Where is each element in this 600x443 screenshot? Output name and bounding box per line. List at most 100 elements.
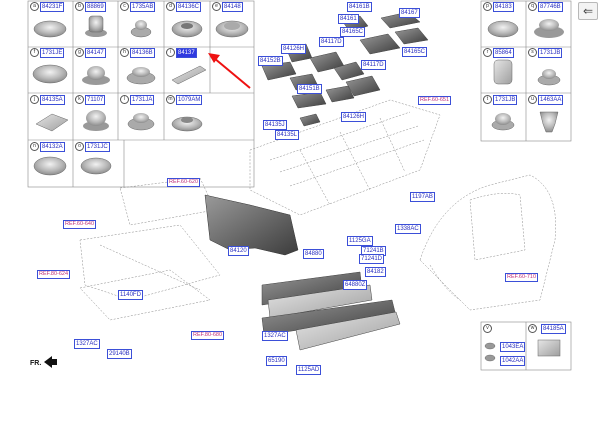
ref-label[interactable]: REF.60-651 xyxy=(418,96,452,105)
part-code-label[interactable]: 84136C xyxy=(176,2,202,12)
cell-letter: h xyxy=(120,48,129,57)
cell-letter: k xyxy=(75,95,84,104)
floor-pan xyxy=(249,99,441,216)
part-code-label[interactable]: 1197AB xyxy=(410,192,435,202)
ref-label[interactable]: REF.60-620 xyxy=(167,178,201,187)
part-code-label[interactable]: 1731JE xyxy=(40,48,65,58)
plug-l-icon xyxy=(127,113,155,131)
part-code-label[interactable]: 84126H xyxy=(281,44,307,54)
part-code-label[interactable]: 84120 xyxy=(228,246,249,256)
part-code-label[interactable]: 84117D xyxy=(361,60,386,70)
part-code-label[interactable]: 65190 xyxy=(266,356,287,366)
part-code-label[interactable]: 84880 xyxy=(303,249,324,259)
ref-label[interactable]: REF.80-680 xyxy=(191,331,225,340)
cell-letter: d xyxy=(166,2,175,11)
part-code-label[interactable]: 84126H xyxy=(341,112,367,122)
part-code-label[interactable]: 1125GA xyxy=(347,236,373,246)
ref-label[interactable]: REF.60-710 xyxy=(505,273,539,282)
part-code-label[interactable]: 1731JB xyxy=(538,48,563,58)
part-code-label[interactable]: 1731JB xyxy=(493,95,518,105)
cell-letter: p xyxy=(483,2,492,11)
part-code-label[interactable]: 1327AC xyxy=(74,339,100,349)
part-code-label[interactable]: 1463AA xyxy=(538,95,564,105)
part-code-label[interactable]: 1338AC xyxy=(395,224,421,234)
part-code-label[interactable]: 71241D xyxy=(359,254,385,264)
part-code-label[interactable]: 84167 xyxy=(399,8,420,18)
part-code-label[interactable]: 84135L xyxy=(275,130,300,140)
ref-label[interactable]: REF.60-640 xyxy=(63,220,97,229)
dash-insulator xyxy=(204,194,299,256)
cell-letter: f xyxy=(30,48,39,57)
back-arrow-icon: ⇐ xyxy=(582,4,594,18)
part-code-label[interactable]: 88869 xyxy=(85,2,106,12)
pad-r-icon xyxy=(493,59,513,85)
cell-letter: e xyxy=(212,2,221,11)
part-code-label[interactable]: 85864 xyxy=(493,48,514,58)
part-code-label[interactable]: 29140B xyxy=(107,349,132,359)
part-code-label[interactable]: 84161 xyxy=(338,14,359,24)
part-code-label[interactable]: 84182 xyxy=(365,267,386,277)
front-structure xyxy=(79,177,221,321)
part-code-label[interactable]: 84165C xyxy=(402,47,428,57)
cell-letter: b xyxy=(75,2,84,11)
part-code-label[interactable]: 1731JC xyxy=(85,142,110,152)
part-code-label[interactable]: 64880Z xyxy=(343,280,368,290)
cell-letter: r xyxy=(483,48,492,57)
part-code-label[interactable]: 1731JA xyxy=(130,95,155,105)
part-code-label[interactable]: 84136B xyxy=(130,48,155,58)
part-code-label[interactable]: 84147 xyxy=(85,48,106,58)
plug-e-icon xyxy=(215,20,249,38)
part-code-label[interactable]: 1043EA xyxy=(500,342,526,352)
part-code-label[interactable]: 71107 xyxy=(85,95,106,105)
back-button[interactable]: ⇐ xyxy=(578,2,598,20)
part-code-label[interactable]: 84165C xyxy=(340,27,366,37)
plug-o-icon xyxy=(80,157,112,175)
under-covers xyxy=(261,271,401,351)
part-code-label[interactable]: 1140FD xyxy=(118,290,143,300)
part-code-label[interactable]: 1327AC xyxy=(262,331,288,341)
plug-b-icon xyxy=(85,15,107,37)
part-code-label[interactable]: 84161B xyxy=(347,2,372,12)
part-code-label[interactable]: 84148 xyxy=(222,2,243,12)
plug-d-icon xyxy=(171,20,203,38)
left-table-icons xyxy=(32,15,249,176)
part-code-label[interactable]: 87746B xyxy=(538,2,563,12)
part-code-label-selected[interactable]: 84137 xyxy=(176,48,197,58)
plug-h-icon xyxy=(126,67,156,85)
part-code-label[interactable]: 84185A xyxy=(541,324,566,334)
part-code-label[interactable]: 84135A xyxy=(40,95,65,105)
right-parts-table xyxy=(480,0,572,142)
fr-arrow-icon xyxy=(44,356,57,368)
plug-a-icon xyxy=(33,20,67,38)
bolt-v-icon xyxy=(484,342,496,362)
bottom-right-icons xyxy=(484,339,561,362)
part-code-label[interactable]: 1735AB xyxy=(130,2,156,12)
ref-label[interactable]: REF.80-624 xyxy=(37,270,71,279)
cell-letter: m xyxy=(166,95,175,104)
cell-letter: j xyxy=(30,95,39,104)
cell-letter: o xyxy=(75,142,84,151)
part-code-label[interactable]: 84151B xyxy=(297,84,322,94)
part-code-label[interactable]: 84117D xyxy=(319,37,344,47)
part-code-label[interactable]: 1079AM xyxy=(176,95,203,105)
cell-letter: q xyxy=(528,2,537,11)
plug-p-icon xyxy=(487,20,519,38)
cell-letter: u xyxy=(528,95,537,104)
pad-i-icon xyxy=(171,65,207,85)
cell-letter: w xyxy=(528,324,537,333)
part-code-label[interactable]: 84231F xyxy=(40,2,65,12)
plug-c-icon xyxy=(130,20,152,38)
part-code-label[interactable]: 1042AA xyxy=(500,356,526,366)
cell-letter: c xyxy=(120,2,129,11)
cell-letter: n xyxy=(30,142,39,151)
part-code-label[interactable]: 84152B xyxy=(258,56,283,66)
part-code-label[interactable]: 1125AD xyxy=(296,365,322,375)
cell-letter: v xyxy=(483,324,492,333)
plug-t-icon xyxy=(491,113,515,131)
part-code-label[interactable]: 84135J xyxy=(263,120,287,130)
part-code-label[interactable]: 84183 xyxy=(493,2,514,12)
cell-letter: s xyxy=(528,48,537,57)
left-parts-table xyxy=(27,0,255,188)
pad-j-icon xyxy=(35,113,69,132)
part-code-label[interactable]: 84132A xyxy=(40,142,65,152)
